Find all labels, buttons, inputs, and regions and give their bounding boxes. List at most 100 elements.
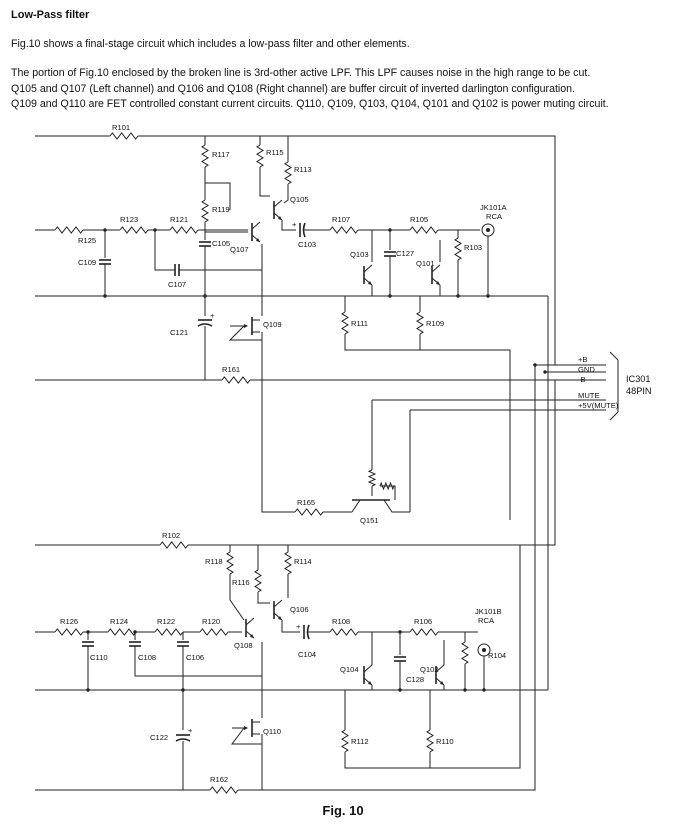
component-label: RCA	[478, 616, 495, 625]
transistor-arrow	[278, 216, 282, 220]
section-heading: Low-Pass filter	[11, 9, 90, 21]
transistor-arrow	[250, 634, 254, 638]
junction-dot	[103, 294, 107, 298]
resistor	[254, 569, 262, 593]
wire	[259, 167, 270, 197]
resistor	[284, 161, 292, 185]
component-label: Q101	[416, 259, 435, 268]
component-label: R112	[351, 737, 369, 746]
resistor	[256, 144, 264, 168]
wire	[238, 365, 536, 791]
component-label: R101	[112, 123, 130, 132]
figure-caption: Fig. 10	[322, 803, 364, 818]
resistor	[201, 199, 209, 223]
fet-arrow	[244, 726, 248, 730]
wire	[154, 230, 175, 271]
transistor	[363, 264, 373, 273]
junction-dot	[153, 228, 157, 232]
component-label: R108	[332, 617, 350, 626]
resistor	[454, 237, 462, 261]
component-label: R107	[332, 215, 350, 224]
bracket	[609, 411, 619, 421]
wire	[281, 220, 296, 231]
component-label: R106	[414, 617, 432, 626]
resistor	[341, 729, 349, 753]
wire	[231, 727, 262, 745]
junction-dot	[388, 228, 392, 232]
component-label: R165	[297, 498, 315, 507]
wire	[383, 499, 410, 513]
component-label: 48PIN	[626, 386, 652, 396]
resistor	[379, 481, 395, 491]
component-label: R110	[436, 737, 454, 746]
component-label: R121	[170, 215, 188, 224]
component-label: JK101B	[475, 607, 502, 616]
transistor-arrow	[278, 616, 282, 620]
component-label: C107	[168, 280, 186, 289]
polarity-mark: +	[210, 311, 215, 320]
wire	[204, 167, 231, 210]
component-label: R113	[294, 165, 312, 174]
component-label: GND	[578, 365, 595, 374]
wire	[134, 642, 263, 677]
resistor	[221, 376, 251, 384]
transistor-arrow	[368, 281, 372, 285]
electrolytic-capacitor	[197, 323, 213, 327]
transistor	[251, 221, 261, 230]
description-line: Q105 and Q107 (Left channel) and Q106 an…	[11, 82, 575, 95]
component-label: MUTE	[578, 391, 600, 400]
component-label: C103	[298, 240, 316, 249]
wire	[351, 499, 361, 513]
component-label: R162	[210, 775, 228, 784]
resistor	[107, 628, 137, 636]
component-label: +5V(MUTE)	[578, 401, 619, 410]
component-label: Q108	[234, 641, 253, 650]
component-label: C109	[78, 258, 96, 267]
description-line: Q109 and Q110 are FET controlled constan…	[11, 98, 609, 110]
wire	[257, 592, 270, 604]
component-label: R122	[157, 617, 175, 626]
polarity-mark: +	[292, 220, 297, 229]
component-label: C105	[212, 239, 230, 248]
component-label: R102	[162, 531, 180, 540]
rca-jack	[481, 223, 495, 237]
wire	[229, 574, 245, 621]
component-label: +B	[578, 355, 588, 364]
wire	[228, 325, 262, 341]
component-label: R125	[78, 236, 96, 245]
transistor-arrow	[436, 281, 440, 285]
description-line: The portion of Fig.10 enclosed by the br…	[11, 67, 591, 79]
component-label: R104	[488, 651, 506, 660]
component-label: Q105	[290, 195, 309, 204]
rca-jack	[477, 643, 491, 657]
resistor	[329, 226, 359, 234]
transistor	[273, 599, 283, 608]
junction-dot	[543, 370, 547, 374]
wire	[283, 184, 289, 204]
wire	[344, 545, 521, 769]
resistor	[209, 786, 239, 794]
component-label: Q151	[360, 516, 379, 525]
resistor	[409, 628, 439, 636]
resistor	[294, 508, 324, 516]
component-label: R116	[232, 578, 250, 587]
resistor	[109, 132, 139, 140]
component-label: R118	[205, 557, 223, 566]
resistor	[409, 226, 439, 234]
component-label: Q103	[350, 250, 369, 259]
component-label: R161	[222, 365, 240, 374]
component-label: Q110	[263, 727, 281, 736]
component-label: R109	[426, 319, 444, 328]
resistor	[226, 551, 234, 575]
component-label: R124	[110, 617, 128, 626]
component-label: C104	[298, 650, 316, 659]
junction-dot	[398, 688, 402, 692]
component-label: C127	[396, 249, 414, 258]
component-label: RCA	[486, 212, 503, 221]
component-label: Q107	[230, 245, 249, 254]
polarity-mark: +	[296, 622, 301, 631]
wire	[188, 380, 556, 546]
resistor	[461, 641, 469, 665]
component-label: C108	[138, 653, 156, 662]
